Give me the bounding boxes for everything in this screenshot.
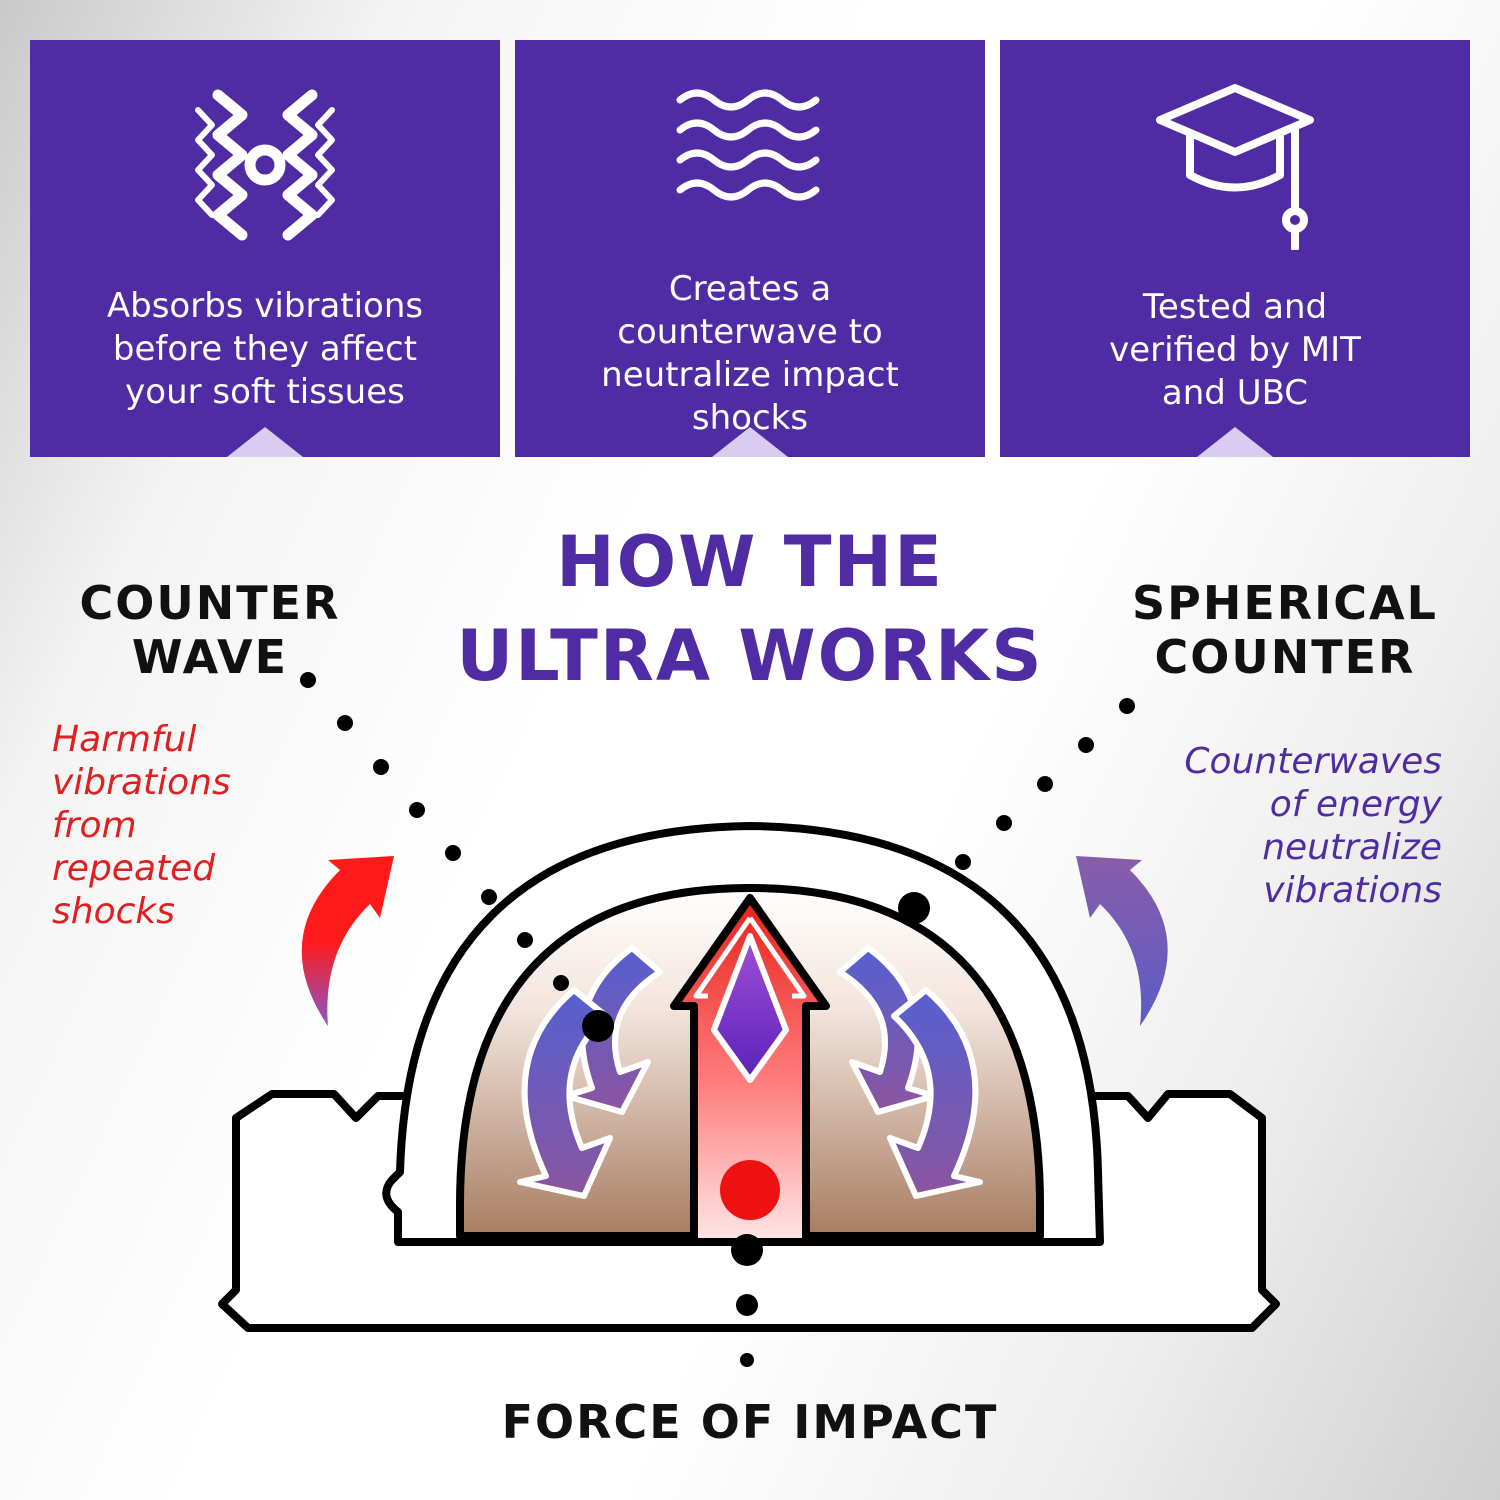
counterwaves-text: Counterwaves of energy neutralize vibrat…	[1184, 741, 1442, 911]
panel-notch	[1197, 427, 1273, 457]
inner-arrow-outline	[693, 916, 807, 999]
force-of-impact-label: FORCE OF IMPACT	[501, 1395, 999, 1449]
waves-icon	[515, 80, 985, 250]
counter-wave-heading: COUNTER WAVE	[79, 576, 341, 684]
spherical-counter-heading: SPHERICAL COUNTER	[1132, 576, 1438, 684]
base-pad	[218, 1090, 1280, 1332]
main-title: HOW THE ULTRA WORKS	[456, 521, 1044, 697]
panel-text: Tested and verified by MIT and UBC	[1109, 287, 1361, 413]
feature-panel-counterwave: Creates a counterwave to neutralize impa…	[515, 40, 985, 457]
panel-notch	[712, 427, 788, 457]
energy-diamond	[711, 933, 789, 1083]
panel-notch	[227, 427, 303, 457]
feature-panel-tested: Tested and verified by MIT and UBC	[1000, 40, 1470, 457]
harmful-vibrations-text: Harmful vibrations from repeated shocks	[52, 719, 231, 932]
harmful-curve-arrow	[301, 856, 394, 1026]
dotted-leaders	[300, 672, 1135, 1367]
graduation-cap-icon	[1000, 80, 1470, 250]
panel-text: Absorbs vibrations before they affect yo…	[106, 286, 424, 412]
feature-panel-absorbs: Absorbs vibrations before they affect yo…	[30, 40, 500, 457]
panel-text: Creates a counterwave to neutralize impa…	[601, 269, 899, 438]
impact-point	[720, 1160, 780, 1220]
counter-curve-arrow	[1076, 856, 1168, 1026]
vibration-absorb-icon	[30, 80, 500, 250]
